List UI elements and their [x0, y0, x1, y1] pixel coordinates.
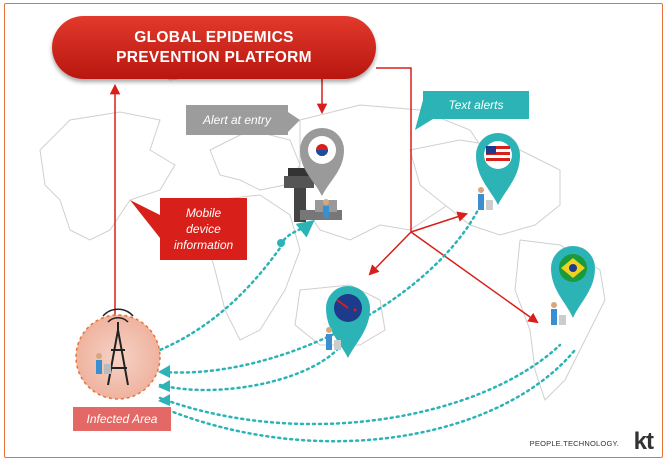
arrow-alerts-to-usa [410, 211, 468, 233]
traveler-icon-usa [478, 187, 493, 210]
route-arrowhead-2 [158, 380, 170, 392]
alert-entry-pointer [288, 112, 300, 132]
route-brazil-2 [166, 348, 577, 443]
route-brazil [158, 343, 562, 426]
traveler-icon-nz [326, 327, 341, 350]
route-korea-entry [282, 219, 315, 242]
platform-title-banner: GLOBAL EPIDEMICS PREVENTION PLATFORM [52, 16, 376, 79]
brazil-flag-pin [551, 246, 595, 318]
usa-flag-pin [476, 133, 520, 205]
route-korea [153, 246, 282, 354]
mobile-info-pointer [130, 200, 160, 238]
arrow-platform-to-alerts [376, 67, 412, 232]
arrow-alerts-to-nz [368, 231, 412, 276]
title-line-2: PREVENTION PLATFORM [116, 48, 312, 66]
text-alerts-callout: Text alerts [423, 91, 529, 119]
mobile-info-line-1: Mobile [185, 206, 222, 220]
traveler-icon-brazil [551, 302, 566, 325]
mobile-device-info-callout: Mobile device information [160, 198, 247, 260]
title-line-1: GLOBAL EPIDEMICS [134, 28, 294, 46]
cell-tower-icon [102, 308, 134, 386]
mobile-info-line-3: information [173, 238, 234, 252]
infected-area-circle [75, 314, 161, 400]
route-arrowhead-3 [158, 394, 170, 406]
red-flow-arrows [109, 67, 539, 324]
route-nz [158, 338, 347, 392]
airport-tower-icon [284, 168, 342, 222]
infected-area-node [75, 308, 161, 400]
alert-at-entry-callout: Alert at entry [186, 105, 288, 135]
arrow-alerts-to-brazil [410, 231, 539, 324]
route-arrowhead-1 [158, 365, 170, 378]
infected-area-label: Infected Area [86, 412, 158, 426]
mobile-info-line-2: device [186, 222, 221, 236]
kt-logo: kt [633, 428, 654, 455]
traveler-icon-entry [323, 199, 329, 218]
infected-area-callout: Infected Area [73, 407, 171, 431]
new-zealand-flag-pin [326, 286, 370, 358]
route-junction-dot [277, 239, 285, 247]
alert-at-entry-label: Alert at entry [202, 113, 272, 127]
brand-tagline: PEOPLE.TECHNOLOGY. [529, 439, 619, 448]
south-korea-flag-pin [300, 128, 344, 196]
text-alerts-label: Text alerts [448, 98, 504, 112]
traveler-icon-infected [96, 353, 111, 374]
north-america-landmass [39, 111, 176, 241]
asia-landmass [299, 104, 491, 241]
